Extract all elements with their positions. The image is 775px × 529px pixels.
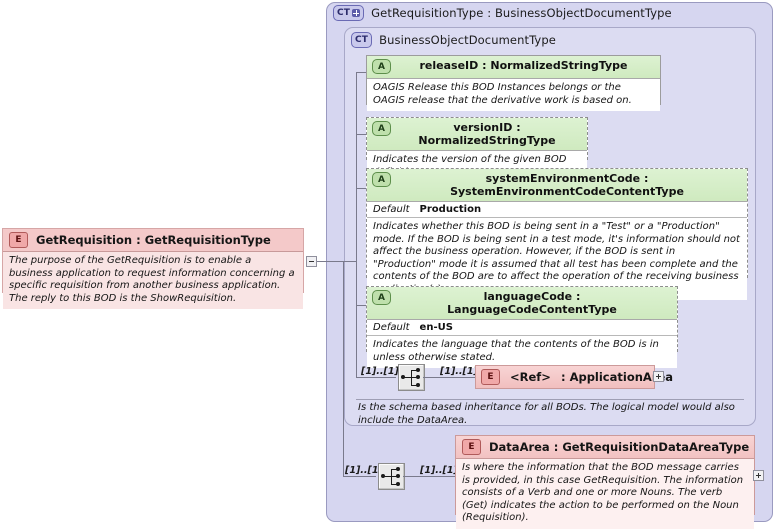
attribute-header-languagecode: A languageCode : LanguageCodeContentType <box>367 287 677 320</box>
complextype-inner-title: BusinessObjectDocumentType <box>379 33 556 47</box>
sequence-dot-mid <box>416 375 420 379</box>
element-header-dataarea: E DataArea : GetRequisitionDataAreaType <box>456 436 754 459</box>
connector-stub-releaseid <box>356 72 366 73</box>
connector-stub-languagecode <box>356 305 366 306</box>
sequence-branch-bottom <box>411 385 417 386</box>
attribute-icon: A <box>372 172 391 187</box>
attribute-box-languagecode[interactable]: A languageCode : LanguageCodeContentType… <box>366 286 678 368</box>
complextype-outer-title: GetRequisitionType : BusinessObjectDocum… <box>371 6 672 20</box>
element-icon: E <box>462 439 481 455</box>
sequence-stem <box>383 476 392 477</box>
attribute-icon: A <box>372 59 391 74</box>
root-element-title: GetRequisition : GetRequisitionType <box>36 233 271 247</box>
element-documentation-dataarea: Is where the information that the BOD me… <box>456 459 754 529</box>
sequence-dot-top <box>396 467 400 471</box>
connector-outer-spine <box>343 261 344 476</box>
element-ref-type: : ApplicationArea <box>560 370 674 384</box>
sequence-dot-top <box>416 368 420 372</box>
sequence-dot-bottom <box>396 482 400 486</box>
attribute-default-label: Default <box>373 322 410 333</box>
element-ref-label: <Ref> <box>510 370 551 384</box>
complextype-icon[interactable]: CT <box>351 32 373 48</box>
cardinality-sequence-1: [1]..[1] <box>361 366 399 377</box>
sequence-branch-top <box>411 370 417 371</box>
root-element-header: E GetRequisition : GetRequisitionType <box>3 229 303 252</box>
cardinality-applicationarea: [1]..[1] <box>440 366 478 377</box>
root-element-box[interactable]: E GetRequisition : GetRequisitionType Th… <box>2 228 304 309</box>
root-element-collapse-toggle[interactable] <box>306 256 317 267</box>
root-element-documentation: The purpose of the GetRequisition is to … <box>3 252 303 309</box>
sequence-icon[interactable] <box>378 463 405 490</box>
connector-root-to-type <box>313 261 343 262</box>
connector-stub-sequence-1 <box>356 377 396 378</box>
element-box-dataarea[interactable]: E DataArea : GetRequisitionDataAreaType … <box>455 435 755 529</box>
attribute-icon: A <box>372 290 391 305</box>
sequence-icon[interactable] <box>398 364 425 391</box>
connector-sequence2-to-dataarea <box>403 476 455 477</box>
attribute-documentation-releaseid: OAGIS Release this BOD Instances belongs… <box>367 79 660 111</box>
complextype-badge-label: CT <box>337 8 351 18</box>
inner-ct-doc-divider <box>356 399 744 400</box>
attribute-box-versionid[interactable]: A versionID : NormalizedStringType Indic… <box>366 117 588 183</box>
attribute-default-systemenvironmentcode: Default Production <box>367 202 747 218</box>
attribute-header-versionid: A versionID : NormalizedStringType <box>367 118 587 151</box>
sequence-dot-left <box>401 375 405 379</box>
attribute-title-systemenvironmentcode: systemEnvironmentCode : SystemEnvironmen… <box>450 172 684 198</box>
complextype-inner-badge-label: CT <box>355 35 369 45</box>
sequence-branch-mid <box>411 377 417 378</box>
cardinality-sequence-2: [1]..[1] <box>345 465 383 476</box>
attribute-title-versionid: versionID : NormalizedStringType <box>418 121 556 147</box>
element-icon: E <box>9 232 28 248</box>
sequence-branch-top <box>391 469 397 470</box>
dataarea-expand-toggle[interactable] <box>753 470 764 481</box>
connector-stub-systemenvironmentcode <box>356 188 366 189</box>
element-title-dataarea: DataArea : GetRequisitionDataAreaType <box>489 440 750 454</box>
attribute-title-releaseid: releaseID : NormalizedStringType <box>419 59 628 72</box>
complextype-expand-icon[interactable]: CT <box>333 5 365 21</box>
element-box-applicationarea[interactable]: E <Ref> : ApplicationArea <box>475 365 673 389</box>
attribute-title-languagecode: languageCode : LanguageCodeContentType <box>447 290 617 316</box>
sequence-stem <box>403 377 412 378</box>
applicationarea-expand-toggle[interactable] <box>653 371 664 382</box>
attribute-header-systemenvironmentcode: A systemEnvironmentCode : SystemEnvironm… <box>367 169 747 202</box>
sequence-branch-mid <box>391 476 397 477</box>
complextype-inner-header: CT BusinessObjectDocumentType <box>351 32 556 48</box>
connector-to-inner-ct <box>343 261 357 262</box>
inner-ct-documentation: Is the schema based inheritance for all … <box>358 402 735 426</box>
connector-stub-sequence-2 <box>343 476 376 477</box>
connector-spine-main <box>356 72 357 377</box>
attribute-default-value: en-US <box>419 322 453 333</box>
attribute-documentation-languagecode: Indicates the language that the contents… <box>367 336 677 368</box>
attribute-box-systemenvironmentcode[interactable]: A systemEnvironmentCode : SystemEnvironm… <box>366 168 748 300</box>
connector-sequence1-to-ref <box>423 377 475 378</box>
sequence-dot-mid <box>396 474 400 478</box>
sequence-dot-bottom <box>416 383 420 387</box>
complextype-outer-header: CT GetRequisitionType : BusinessObjectDo… <box>333 5 672 21</box>
attribute-header-releaseid: A releaseID : NormalizedStringType <box>367 56 660 79</box>
connector-stub-versionid <box>356 134 366 135</box>
sequence-dot-left <box>381 474 385 478</box>
attribute-box-releaseid[interactable]: A releaseID : NormalizedStringType OAGIS… <box>366 55 661 111</box>
attribute-default-value: Production <box>419 204 482 215</box>
attribute-default-label: Default <box>373 204 410 215</box>
attribute-icon: A <box>372 121 391 136</box>
attribute-default-languagecode: Default en-US <box>367 320 677 336</box>
plus-icon <box>352 9 361 17</box>
element-icon: E <box>481 369 500 385</box>
sequence-branch-bottom <box>391 484 397 485</box>
cardinality-dataarea: [1]..[1] <box>420 465 458 476</box>
